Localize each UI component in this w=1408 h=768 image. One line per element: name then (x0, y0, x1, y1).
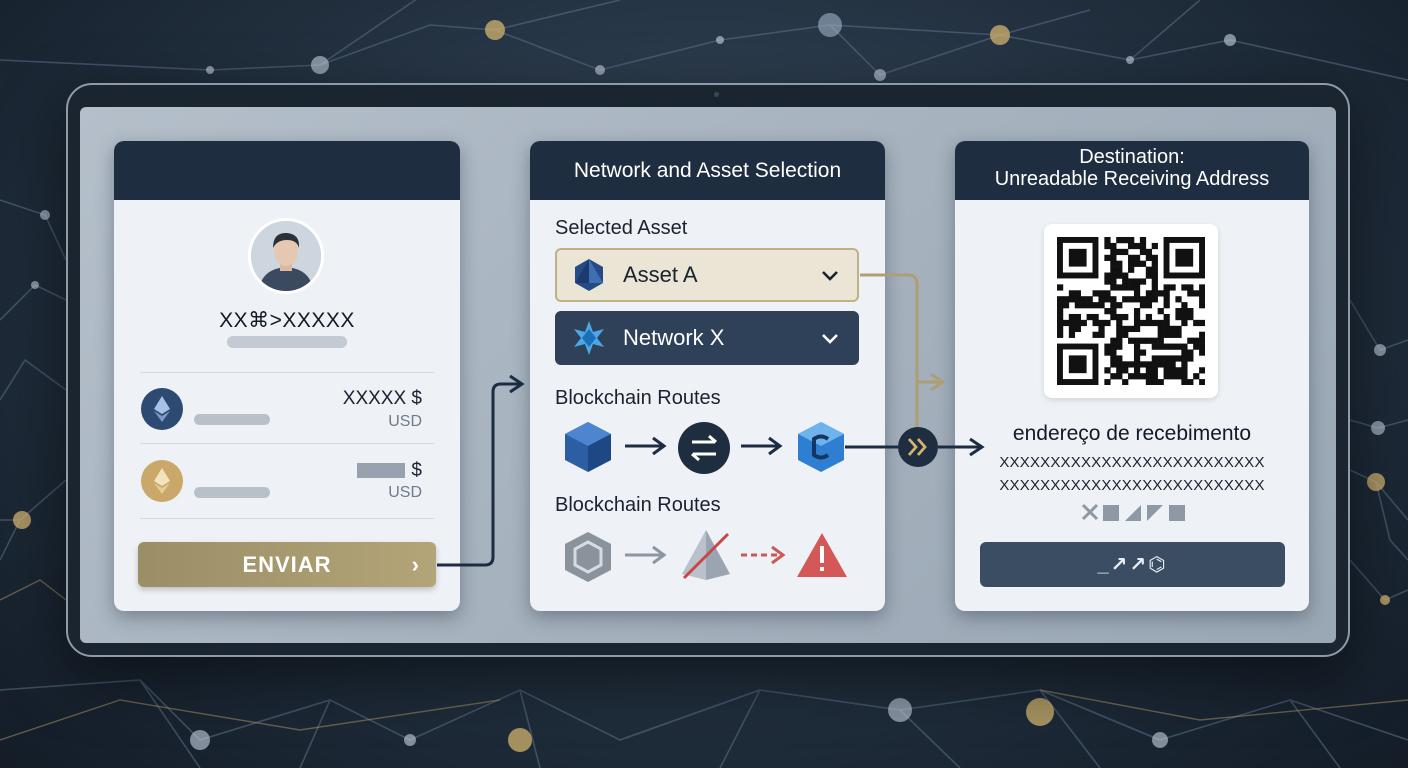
chevron-down-icon (822, 271, 838, 281)
asset-1-amount: XXXXX $ (342, 388, 422, 409)
divider (140, 518, 434, 519)
arrow-right-icon (625, 545, 667, 565)
destination-title: Destination: (1079, 146, 1185, 168)
swap-icon (678, 422, 730, 474)
asset-1-currency: USD (388, 413, 422, 430)
warning-icon (797, 533, 847, 577)
destination-card-header: Destination: Unreadable Receiving Addres… (955, 141, 1309, 200)
blocked-node-icon (565, 532, 611, 582)
dashed-arrow-icon (741, 545, 786, 565)
send-button-label: ENVIAR (242, 551, 332, 577)
sender-card: XX⌘>XXXXX XXXXX $ USD $ USD ENVIAR › (114, 141, 460, 611)
arrow-right-icon (741, 436, 783, 456)
routes-label: Blockchain Routes (555, 387, 721, 409)
asset-select-value: Asset A (623, 262, 698, 287)
network-select-value: Network X (623, 325, 725, 350)
network-selection-card: Network and Asset Selection Selected Ass… (530, 141, 885, 611)
username: XX⌘>XXXXX (219, 309, 355, 332)
asset-a-icon (575, 259, 603, 291)
destination-card: Destination: Unreadable Receiving Addres… (955, 141, 1309, 611)
masked-amount (357, 463, 406, 479)
network-select[interactable]: Network X (555, 311, 859, 365)
chain-c-icon (798, 422, 844, 472)
asset-select[interactable]: Asset A (555, 248, 859, 302)
cube-icon (565, 422, 611, 472)
asset-name-placeholder (194, 487, 270, 498)
address-label: endereço de recebimento (1012, 422, 1252, 445)
selected-asset-label: Selected Asset (555, 217, 688, 239)
destination-subtitle: Unreadable Receiving Address (994, 168, 1270, 190)
arrow-right-icon (625, 436, 667, 456)
network-x-icon (574, 321, 604, 355)
divider (140, 443, 434, 444)
asset-2-amount: $ (357, 460, 422, 482)
ethereum-icon-gold (141, 460, 183, 502)
qr-code (1044, 224, 1218, 398)
asset-name-placeholder (194, 414, 270, 425)
user-subtitle-placeholder (227, 336, 347, 348)
address-line-1: XXXXXXXXXXXXXXXXXXXXXXXXXX (999, 454, 1265, 471)
qr-code-graphic (1057, 237, 1205, 385)
broken-route-icon (682, 530, 730, 580)
copy-address-button[interactable]: _↗↗⌬ (980, 542, 1285, 587)
divider (140, 372, 434, 373)
send-button[interactable]: ENVIAR › (138, 542, 436, 587)
garbled-glyphs (1081, 503, 1185, 521)
routes-label-2: Blockchain Routes (555, 494, 721, 516)
chevron-down-icon (822, 334, 838, 344)
avatar (248, 218, 324, 294)
asset-2-currency: USD (388, 484, 422, 501)
sender-card-header (114, 141, 460, 200)
user-icon (251, 221, 321, 291)
address-line-2: XXXXXXXXXXXXXXXXXXXXXXXXXX (999, 477, 1265, 494)
network-card-title: Network and Asset Selection (530, 141, 885, 200)
camera-dot (714, 92, 719, 97)
ethereum-icon-blue (141, 388, 183, 430)
chevron-right-icon: › (411, 552, 420, 577)
